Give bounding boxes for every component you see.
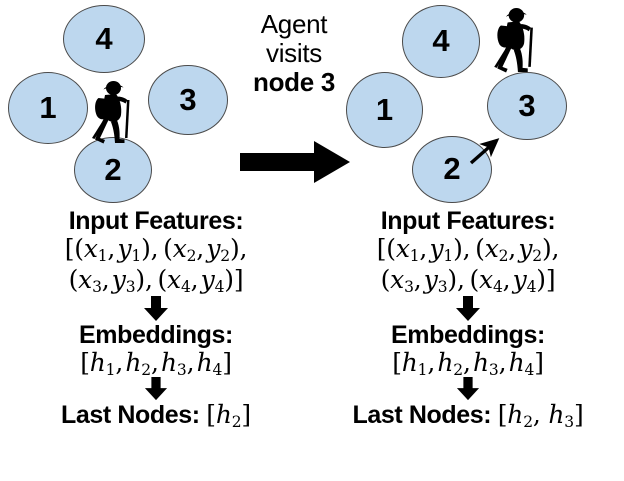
input-features-value: [(x1, y1), (x2, y2), (x3, y3), (x4, y4)] [64,234,248,296]
transition-line-1: Agent [260,9,328,39]
transition-line-3: node 3 [253,67,335,98]
last-nodes-heading: Last Nodes: [61,401,200,430]
last-nodes-heading: Last Nodes: [352,401,492,430]
input-features-heading: Input Features: [380,207,556,235]
graph-node-3[interactable]: 3 [148,65,228,135]
graph-node-1[interactable]: 1 [8,72,88,144]
embeddings-heading: Embeddings: [79,321,233,350]
embeddings-heading: Embeddings: [391,321,545,350]
hiker-icon [92,81,130,144]
input-features-value: [(x1, y1), (x2, y2), (x3, y3), (x4, y4)] [376,234,560,296]
input-features-heading: Input Features: [68,207,244,235]
visit-arrow-icon [469,138,500,165]
last-nodes-value: [h2] [206,400,251,432]
embeddings-value: [h1, h2, h3, h4] [80,348,232,380]
last-nodes-row: Last Nodes: [h2, h3] [312,400,624,432]
transition-line-2: visits [266,38,322,69]
graph-node-1-label: 1 [39,89,57,125]
graph-node-4[interactable]: 4 [63,5,145,73]
transition-label: Agent visits node 3 [228,9,360,98]
text-column-after: Input Features: [(x1, y1), (x2, y2), (x3… [312,208,624,481]
embeddings-value: [h1, h2, h3, h4] [392,348,544,380]
down-arrow-icon [456,377,480,401]
graph-node-4-label: 4 [95,20,113,56]
last-nodes-value: [h2, h3] [497,400,584,432]
down-arrow-icon [456,296,480,322]
graph-node-2-label: 2 [104,151,122,187]
text-column-before: Input Features: [(x1, y1), (x2, y2), (x3… [0,208,312,481]
last-nodes-row: Last Nodes: [h2] [0,400,312,432]
down-arrow-icon [144,296,168,322]
graph-node-3-label: 3 [179,81,197,117]
right-arrow-icon [240,141,350,183]
down-arrow-icon [144,377,168,401]
hiker-icon [494,8,533,73]
